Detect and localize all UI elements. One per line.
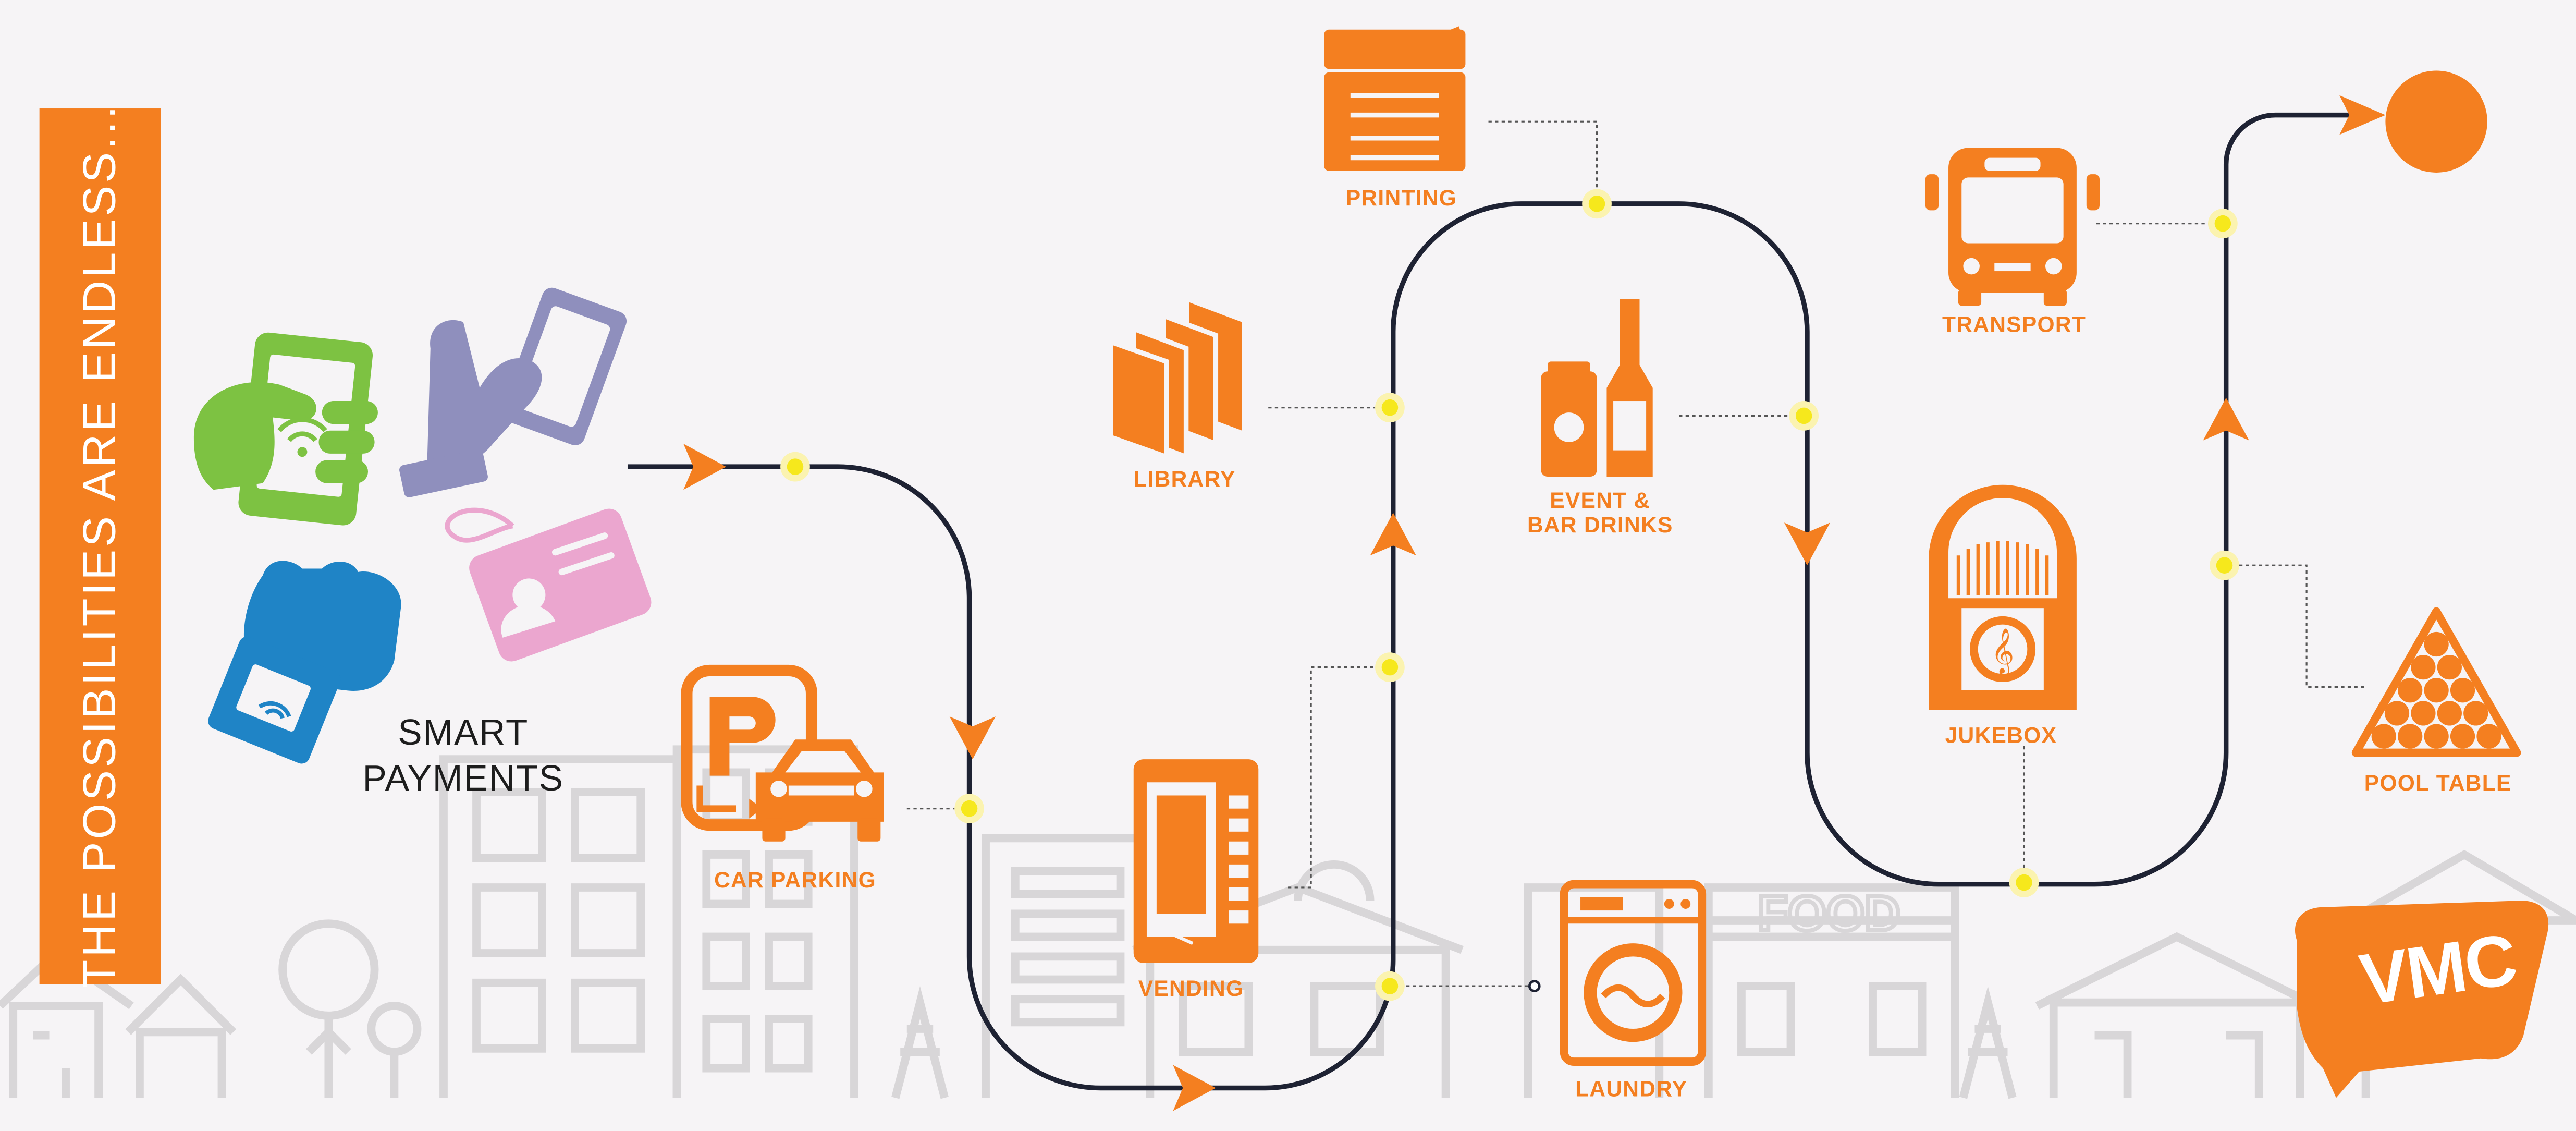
pool-balls-icon xyxy=(2351,607,2521,757)
smart-payments-line1: SMART xyxy=(398,711,529,753)
event-bar-line2: BAR DRINKS xyxy=(1527,513,1673,538)
car-parking-icon xyxy=(681,664,884,842)
banner: THE POSSIBILITIES ARE ENDLESS... xyxy=(39,103,161,988)
card-hand-icon xyxy=(399,287,627,497)
books-icon xyxy=(1108,302,1242,461)
path-node xyxy=(1375,393,1405,423)
svg-text:𝄞: 𝄞 xyxy=(1991,627,2015,675)
path-node xyxy=(2009,868,2039,897)
printing-label: PRINTING xyxy=(1345,186,1457,211)
leader-lines xyxy=(906,120,2366,987)
smart-payments-line2: PAYMENTS xyxy=(362,757,564,799)
path-node xyxy=(1375,971,1405,1001)
id-card-icon xyxy=(445,507,652,662)
arrow-right-icon xyxy=(2339,95,2386,135)
path-line xyxy=(627,112,2353,1091)
end-point xyxy=(2385,70,2487,173)
arrow-down-icon xyxy=(949,716,996,760)
path-node xyxy=(1375,652,1405,682)
path-node xyxy=(780,452,810,482)
printer-icon xyxy=(1324,26,1466,171)
jukebox-label: JUKEBOX xyxy=(1945,723,2057,748)
transport-label: TRANSPORT xyxy=(1942,312,2087,337)
vending-label: VENDING xyxy=(1138,976,1244,1001)
pool-table-label: POOL TABLE xyxy=(2364,771,2512,796)
jukebox-icon: 𝄞 xyxy=(1929,484,2077,710)
path-node xyxy=(1789,401,1819,431)
path-nodes xyxy=(780,189,2239,1001)
washing-machine-icon xyxy=(1560,880,1707,1066)
arrow-right-icon xyxy=(1173,1065,1216,1111)
event-bar-label: EVENT & BAR DRINKS xyxy=(1505,488,1696,538)
vending-machine-icon xyxy=(1133,759,1259,963)
bus-icon xyxy=(1925,148,2100,306)
library-label: LIBRARY xyxy=(1133,467,1236,492)
car-parking-label: CAR PARKING xyxy=(714,868,876,893)
path-node xyxy=(2208,209,2238,239)
wristband-icon xyxy=(208,561,401,764)
event-bar-line1: EVENT & xyxy=(1550,488,1651,513)
arrow-down-icon xyxy=(1784,522,1831,566)
drinks-icon xyxy=(1541,299,1653,477)
path-node xyxy=(2210,550,2239,580)
path-node xyxy=(1582,189,1612,219)
arrow-up-icon xyxy=(2203,397,2249,441)
vmc-logo xyxy=(2295,901,2549,1098)
arrow-right-icon xyxy=(683,443,727,490)
laundry-endpoint xyxy=(1528,980,1541,992)
food-sign: FOOD xyxy=(1758,886,1900,941)
laundry-label: LAUNDRY xyxy=(1575,1076,1688,1101)
smart-payments-label: SMART PAYMENTS xyxy=(322,710,605,802)
direction-arrows xyxy=(683,95,2386,1111)
path-node xyxy=(954,794,984,824)
phone-hand-icon xyxy=(193,332,378,526)
arrow-up-icon xyxy=(1370,513,1416,556)
